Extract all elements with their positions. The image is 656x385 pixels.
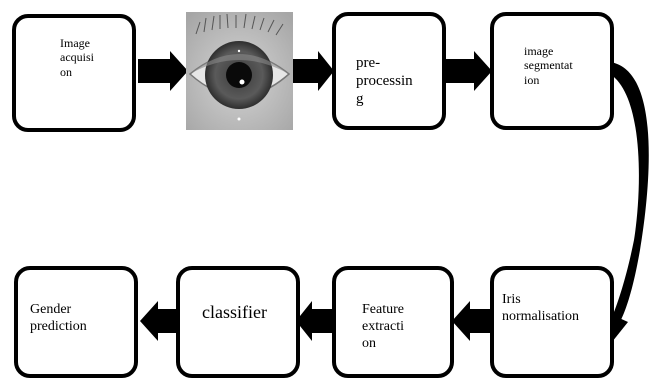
arrow-preprocessing-to-segmentation xyxy=(446,51,492,91)
arrow-acquisition-to-eye xyxy=(138,51,188,91)
node-feature-extraction: Feature extracti on xyxy=(332,266,454,378)
node-image-acquisition-label: Image acquisi on xyxy=(60,36,94,79)
eye-image xyxy=(186,12,293,130)
node-pre-processing: pre- processin g xyxy=(332,12,446,130)
node-pre-processing-label: pre- processin g xyxy=(356,55,413,107)
node-gender-prediction: Gender prediction xyxy=(14,266,138,378)
node-feature-extraction-label: Feature extracti on xyxy=(362,302,404,351)
arrow-normalisation-to-feature xyxy=(452,301,494,341)
node-image-segmentation-label: image segmentat ion xyxy=(524,44,573,87)
arrow-feature-to-classifier xyxy=(296,301,334,341)
node-gender-prediction-label: Gender prediction xyxy=(30,302,87,334)
arrow-segmentation-to-normalisation xyxy=(610,62,649,322)
node-classifier-label: classifier xyxy=(202,302,267,322)
arrow-classifier-to-gender xyxy=(140,301,180,341)
node-iris-normalisation: Iris normalisation xyxy=(490,266,614,378)
node-image-segmentation: image segmentat ion xyxy=(490,12,614,130)
node-classifier: classifier xyxy=(176,266,300,378)
node-iris-normalisation-label: Iris normalisation xyxy=(502,292,579,324)
arrow-eye-to-preprocessing xyxy=(292,51,334,91)
node-image-acquisition: Image acquisi on xyxy=(12,14,136,132)
